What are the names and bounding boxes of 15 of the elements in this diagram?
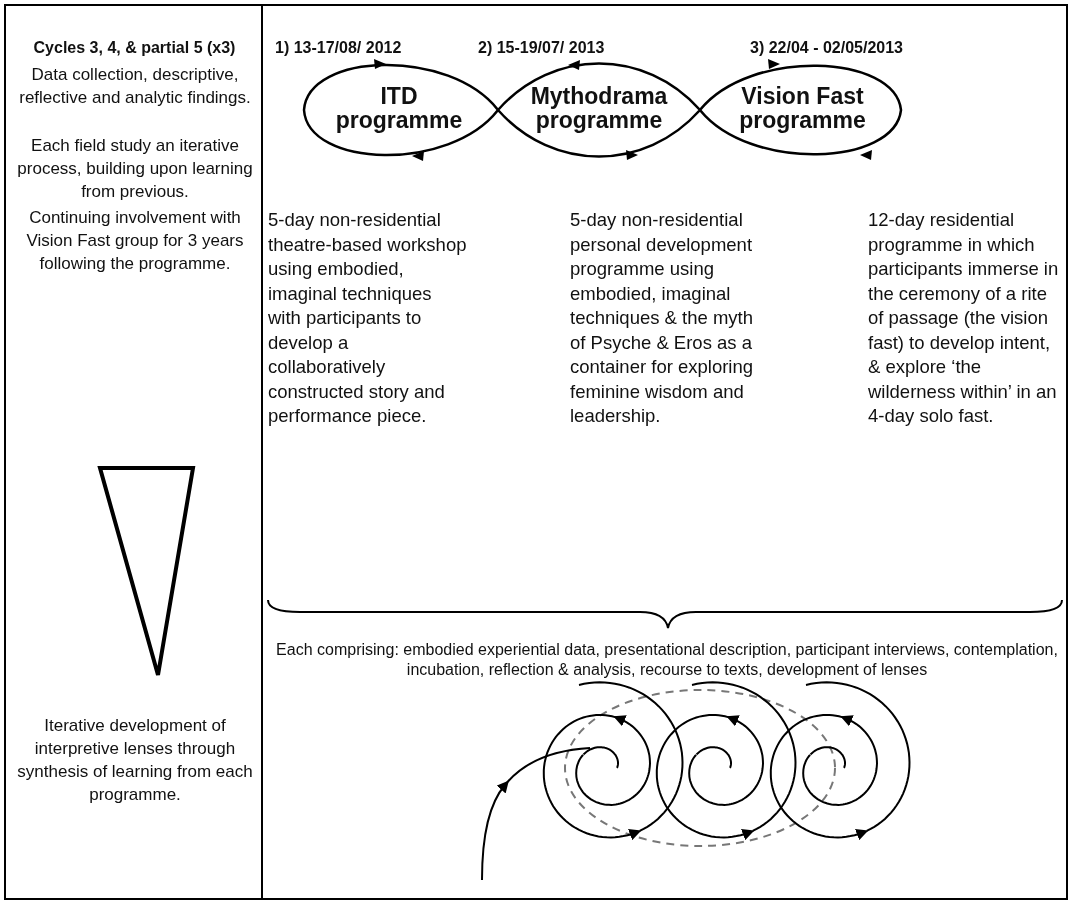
involvement-text: Continuing involvement with Vision Fast group for 3 years following the programme. [25,207,245,275]
programme-title: ITD programme [335,83,463,133]
comprising-text: Each comprising: embodied experiential data, presentational description, participant interviews, contemplation, incubation, reflection & analysis, recourse to texts, development of lenses [275,640,1059,680]
lenses-text: Iterative development of interpretive lenses through synthesis of learning from each programme. [16,715,254,806]
date-heading: 3) 22/04 - 02/05/2013 [750,38,904,58]
programme-description: 5-day non-residential personal development programme using embodied, imaginal techniques & the myth of Psyche & Eros as a container for exploring feminine wisdom and leadership. [570,208,755,428]
date-heading: 2) 15-19/07/ 2013 [478,38,606,58]
findings-text: Data collection, descriptive, reflective and analytic findings. [18,64,252,109]
programme-description: 12-day residential programme in which participants immerse in the ceremony of a rite of passage (the vision fast) to develop intent, & explore ‘the wilderness within’ in an 4-day solo fast. [868,208,1060,428]
process-text: Each field study an iterative process, building upon learning from previous. [16,135,254,203]
date-heading: 1) 13-17/08/ 2012 [275,38,403,58]
column-heading: Cycles 3, 4, & partial 5 (x3) [32,38,237,58]
programme-description: 5-day non-residential theatre-based workshop using embodied, imaginal techniques with participants to develop a collaboratively constructed story and performance piece. [268,208,468,428]
programme-title: Vision Fast programme [739,83,866,133]
programme-title: Mythodrama programme [530,83,668,133]
